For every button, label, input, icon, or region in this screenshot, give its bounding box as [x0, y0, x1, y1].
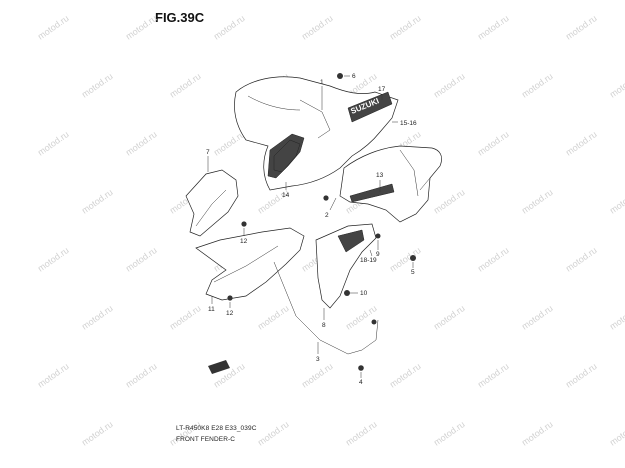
front-direction-arrow-icon	[208, 360, 230, 374]
watermark-text: motod.ru	[388, 13, 423, 42]
watermark-text: motod.ru	[388, 245, 423, 274]
watermark-text: motod.ru	[608, 71, 625, 100]
bolt-12-lower	[227, 295, 233, 301]
watermark-text: motod.ru	[36, 13, 71, 42]
watermark-text: motod.ru	[80, 187, 115, 216]
watermark-text: motod.ru	[124, 361, 159, 390]
callout-10: 10	[360, 290, 368, 297]
watermark-text: motod.ru	[564, 245, 599, 274]
watermark-text: motod.ru	[256, 303, 291, 332]
callout-15-16: 15-16	[400, 120, 417, 127]
watermark-text: motod.ru	[608, 187, 625, 216]
watermark-text: motod.ru	[80, 71, 115, 100]
callout-8: 8	[322, 322, 326, 329]
watermark-text: motod.ru	[36, 245, 71, 274]
watermark-text: motod.ru	[344, 303, 379, 332]
callout-4: 4	[359, 379, 363, 386]
watermark-text: motod.ru	[36, 361, 71, 390]
clip-5	[410, 255, 416, 261]
watermark-text: motod.ru	[520, 419, 555, 448]
callout-12-lower: 12	[226, 310, 234, 317]
watermark-text: motod.ru	[344, 419, 379, 448]
callout-12-upper: 12	[240, 238, 248, 245]
watermark-text: motod.ru	[80, 419, 115, 448]
watermark-text: motod.ru	[124, 245, 159, 274]
watermark-layer: motod.ru motod.ru motod.ru motod.ru motod.ru…	[36, 13, 625, 448]
watermark-text: motod.ru	[476, 13, 511, 42]
watermark-text: motod.ru	[608, 419, 625, 448]
watermark-text: motod.ru	[432, 71, 467, 100]
clip-9	[375, 233, 381, 239]
figure-title: FIG.39C	[155, 10, 205, 25]
watermark-text: motod.ru	[124, 129, 159, 158]
watermark-text: motod.ru	[564, 129, 599, 158]
bolt-2	[323, 195, 329, 201]
center-bracket	[315, 223, 377, 309]
watermark-text: motod.ru	[476, 129, 511, 158]
left-side-panel	[185, 169, 239, 237]
bolt-12-upper	[241, 221, 247, 227]
watermark-text: motod.ru	[432, 303, 467, 332]
watermark-text: motod.ru	[432, 419, 467, 448]
watermark-text: motod.ru	[80, 303, 115, 332]
watermark-text: motod.ru	[520, 303, 555, 332]
lower-fender-part	[195, 227, 305, 301]
watermark-text: motod.ru	[256, 419, 291, 448]
watermark-text: motod.ru	[300, 361, 335, 390]
bolt-10	[344, 290, 350, 296]
callout-11: 11	[208, 306, 215, 313]
watermark-text: motod.ru	[432, 187, 467, 216]
callout-17: 17	[378, 86, 386, 93]
watermark-text: motod.ru	[168, 303, 203, 332]
upper-decal-left	[273, 139, 301, 173]
watermark-text: motod.ru	[520, 71, 555, 100]
callout-labels: 1 2 3 4 5 6 7 8 9 10 11 12 12 13 14 15-1…	[206, 73, 417, 386]
left-panel-inner	[195, 189, 227, 227]
watermark-text: motod.ru	[476, 245, 511, 274]
fastener-group	[227, 73, 416, 371]
lower-fender-contour	[213, 245, 279, 283]
clip-rod	[371, 319, 377, 325]
bracket-dark-area	[337, 229, 365, 253]
bolt-6	[337, 73, 343, 79]
side-fender-contour	[399, 149, 431, 197]
callout-1: 1	[320, 79, 324, 86]
model-code: LT-R450K8 E28 E33_039C	[176, 425, 257, 432]
watermark-text: motod.ru	[168, 71, 203, 100]
watermark-text: motod.ru	[388, 361, 423, 390]
callout-5: 5	[411, 269, 415, 276]
watermark-text: motod.ru	[564, 361, 599, 390]
callout-14: 14	[282, 192, 290, 199]
watermark-text: motod.ru	[520, 187, 555, 216]
watermark-text: motod.ru	[124, 13, 159, 42]
front-fender-side-part	[339, 145, 442, 223]
watermark-text: motod.ru	[608, 303, 625, 332]
leader-lines	[207, 75, 414, 378]
watermark-text: motod.ru	[212, 13, 247, 42]
watermark-text: motod.ru	[168, 419, 203, 448]
watermark-text: motod.ru	[564, 13, 599, 42]
fender-contour-line	[247, 95, 331, 139]
callout-18-19: 18-19	[360, 257, 377, 264]
watermark-text: motod.ru	[36, 129, 71, 158]
callout-6: 6	[352, 73, 356, 80]
watermark-text: motod.ru	[212, 129, 247, 158]
callout-3: 3	[316, 356, 320, 363]
section-name: FRONT FENDER-C	[176, 436, 236, 443]
support-rod	[273, 261, 379, 355]
callout-13: 13	[376, 172, 384, 179]
callout-9: 9	[376, 251, 380, 258]
watermark-text: motod.ru	[476, 361, 511, 390]
watermark-text: motod.ru	[300, 13, 335, 42]
side-decal-stripe	[349, 183, 395, 203]
callout-7: 7	[206, 149, 210, 156]
callout-2: 2	[325, 212, 329, 219]
bolt-4	[358, 365, 364, 371]
